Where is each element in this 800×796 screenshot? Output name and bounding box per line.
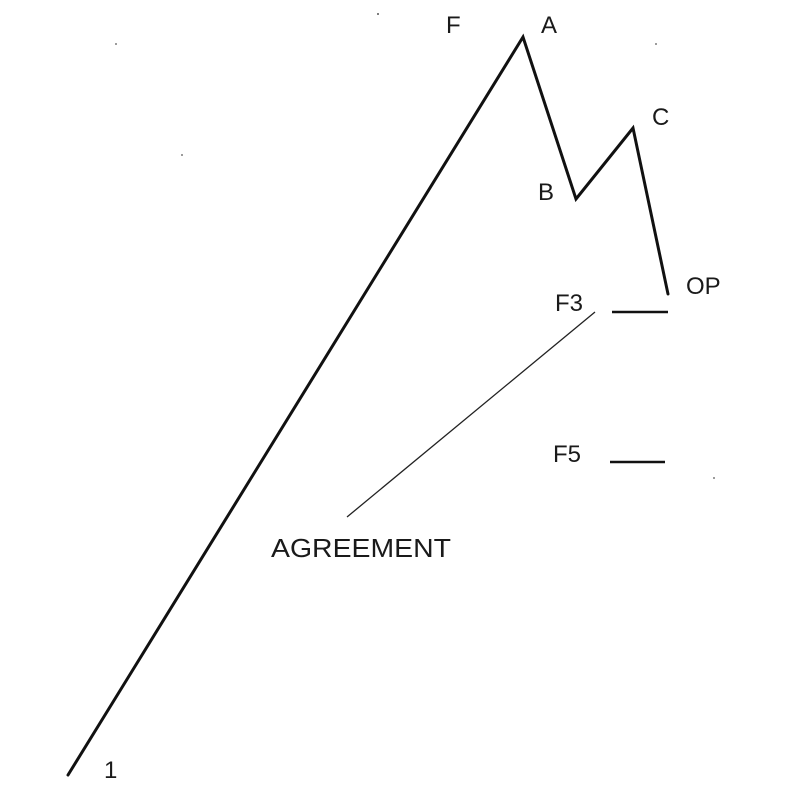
scan-speck [713,477,715,479]
scan-speck [115,43,117,45]
label-point-a: A [541,12,557,39]
label-point-c: C [652,104,669,131]
label-level-f5: F5 [553,441,581,468]
agreement-leader-line [346,311,596,518]
label-point-1: 1 [104,757,117,784]
label-level-f3: F3 [555,290,583,317]
scan-speck [377,13,379,15]
scan-speck [181,154,183,156]
label-point-b: B [538,179,554,206]
scan-speck [655,43,657,45]
label-point-op: OP [686,273,721,300]
label-point-f: F [446,12,461,39]
wave-line [66,33,670,777]
label-agreement: AGREEMENT [271,533,451,563]
